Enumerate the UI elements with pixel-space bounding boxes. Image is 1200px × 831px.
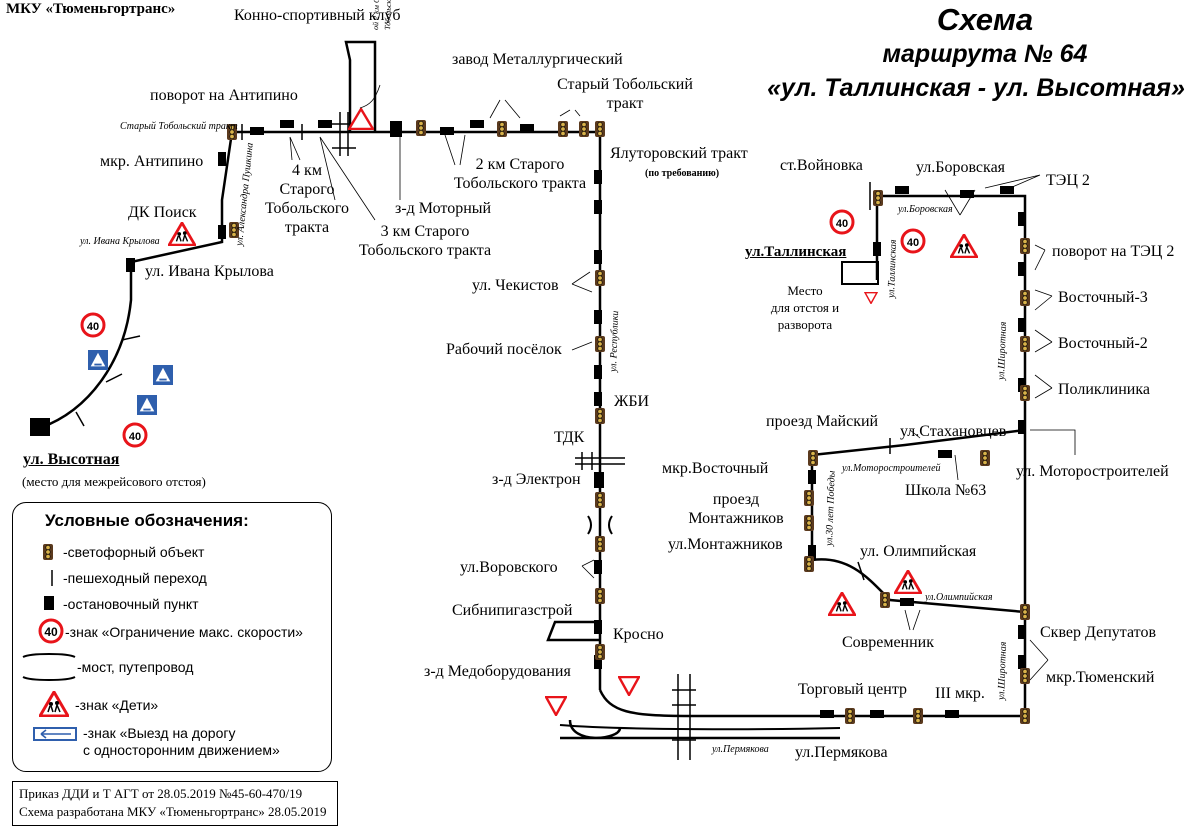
label-mkr-tyumensky: мкр.Тюменский <box>1046 669 1155 686</box>
title-route-name: «ул. Таллинская - ул. Высотная» <box>767 74 1185 102</box>
label-tdk: ТДК <box>554 429 585 446</box>
label-i-krylova-small: ул. Ивана Крылова <box>80 236 160 247</box>
street-label-respubliki: ул. Республики <box>608 310 621 373</box>
street-label-30-let: ул.30 лет Победы <box>824 470 838 547</box>
label-zd-medoborud: з-д Медоборудования <box>424 663 571 680</box>
speed-limit-value: 40 <box>87 321 99 333</box>
label-proezd-maysky: проезд Майский <box>766 413 879 430</box>
label-rabochiy: Рабочий посёлок <box>446 341 562 358</box>
legend-item-bus-stop: -остановочный пункт <box>63 596 199 612</box>
crosswalks <box>75 112 891 760</box>
legend-item-crosswalk: -пешеходный переход <box>63 570 207 586</box>
title-route-number: маршрута № 64 <box>882 40 1088 68</box>
legend-title: Условные обозначения: <box>45 511 249 530</box>
legend-item-traffic-light: -светофорный объект <box>63 544 205 560</box>
order-note: Приказ ДДИ и Т АГТ от 28.05.2019 №45-60-… <box>12 781 338 826</box>
label-mkr-antipino: мкр. Антипино <box>100 153 204 170</box>
label-horse-club: Конно-спортивный клуб <box>234 7 401 24</box>
organization-name: МКУ «Тюменьгортранс» <box>6 1 176 17</box>
street-label-shirotnaya-2: ул.Широтная <box>996 641 1009 701</box>
crosswalk-icon <box>51 570 53 586</box>
legend: Условные обозначения: -светофорный объек… <box>12 502 332 772</box>
one-way-sign-icon <box>33 727 77 741</box>
label-sovremennik: Современник <box>842 634 935 651</box>
label-krosno: Кросно <box>613 626 664 643</box>
label-poliklinika: Поликлиника <box>1058 381 1150 398</box>
legend-item-one-way: -знак «Выезд на дорогу с односторонним д… <box>83 725 280 758</box>
label-motorostr-small: ул.Моторостроителей <box>842 463 941 474</box>
label-chekistov: ул. Чекистов <box>472 277 559 294</box>
label-dk-poisk: ДК Поиск <box>128 204 197 221</box>
traffic-light-icon <box>43 544 53 560</box>
label-po-trebovaniyu: (по требованию) <box>645 168 720 179</box>
label-povorot-antipino: поворот на Антипино <box>150 87 298 104</box>
label-mkr-vostochny: мкр.Восточный <box>662 460 769 477</box>
terminal-stop-vysotnaya <box>30 418 50 436</box>
label-torgovy: Торговый центр <box>798 681 908 698</box>
svg-text:40: 40 <box>907 237 919 249</box>
label-zd-elektron: з-д Электрон <box>492 471 581 488</box>
label-povorot-tec2: поворот на ТЭЦ 2 <box>1052 243 1175 260</box>
speed-limit-icon: 40 <box>38 618 64 644</box>
label-permyakova-small: ул.Пермякова <box>712 744 769 755</box>
label-stary-tob-small: Старый Тобольский тракт <box>120 121 238 132</box>
legend-item-children: -знак «Дети» <box>75 697 159 713</box>
bus-stop-icon <box>44 596 54 610</box>
label-motorostr: ул. Моторостроителей <box>1016 463 1169 480</box>
label-permyakova: ул.Пермякова <box>795 744 888 761</box>
label-tallinskaya: ул.Таллинская <box>745 244 847 260</box>
legend-item-speed-limit: -знак «Ограничение макс. скорости» <box>65 624 303 640</box>
speed-limit-signs: 40 40 40 40 <box>80 209 926 448</box>
label-shkola63: Школа №63 <box>905 482 987 499</box>
turnaround-area <box>841 261 879 285</box>
label-skver: Сквер Депутатов <box>1040 624 1156 641</box>
bus-stops <box>126 120 1026 718</box>
children-sign-icon <box>39 691 69 717</box>
label-mesto-mezhreys: (место для межрейсового отстоя) <box>22 474 206 489</box>
order-line2: Схема разработана МКУ «Тюменьгортранс» 2… <box>19 804 327 819</box>
rotated-note-2: Тобольского тракта, 8а <box>383 0 395 30</box>
label-olimp: ул. Олимпийская <box>860 543 977 560</box>
title-scheme: Схема <box>936 2 1034 37</box>
svg-text:40: 40 <box>44 625 58 639</box>
label-vysotnaya: ул. Высотная <box>23 451 120 468</box>
street-label-tallinskaya: ул.Таллинская <box>886 239 899 299</box>
label-i-krylova: ул. Ивана Крылова <box>145 263 274 280</box>
label-sibnipigaz: Сибнипигазстрой <box>452 602 573 619</box>
order-line1: Приказ ДДИ и Т АГТ от 28.05.2019 №45-60-… <box>19 786 303 801</box>
street-label-pushkina: ул. Александра Пушкина <box>234 142 256 247</box>
label-zhbi: ЖБИ <box>614 393 650 410</box>
rotated-note-1: ой 2 км Старого <box>371 0 382 30</box>
label-olimp-small: ул.Олимпийская <box>925 592 993 603</box>
label-vorovskogo: ул.Воровского <box>460 559 558 576</box>
bridge-icon <box>22 653 76 681</box>
street-label-shirotnaya-1: ул.Широтная <box>996 321 1009 381</box>
label-borovskaya: ул.Боровская <box>916 159 1006 176</box>
label-borovskaya-small: ул.Боровская <box>898 204 953 215</box>
svg-text:40: 40 <box>129 431 141 443</box>
svg-text:40: 40 <box>836 218 848 230</box>
label-montazhnikov: ул.Монтажников <box>668 536 783 553</box>
label-zavod-metal: завод Металлургический <box>452 51 623 68</box>
label-tec2: ТЭЦ 2 <box>1046 172 1090 189</box>
label-stakhanovtsev: ул.Стахановцев <box>900 423 1007 440</box>
label-zd-motorny: з-д Моторный <box>395 200 492 217</box>
label-vostochny3: Восточный-3 <box>1058 289 1148 306</box>
leader-lines <box>289 84 1076 681</box>
label-st-voynovka: ст.Войновка <box>780 157 863 174</box>
label-iii-mkr: III мкр. <box>935 685 985 702</box>
legend-item-bridge: -мост, путепровод <box>77 659 194 675</box>
bridges <box>559 515 841 731</box>
label-yalutorovsky: Ялуторовский тракт <box>610 145 748 162</box>
label-vostochny2: Восточный-2 <box>1058 335 1148 352</box>
